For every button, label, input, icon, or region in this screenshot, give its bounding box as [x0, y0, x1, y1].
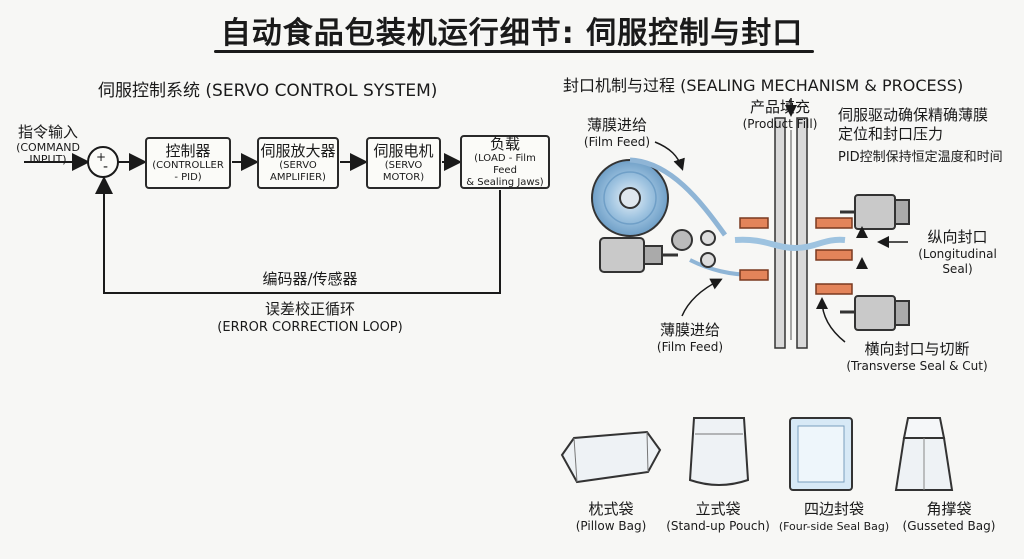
stand-up-pouch-label: 立式袋	[695, 500, 741, 518]
page-title: 自动食品包装机运行细节: 伺服控制与封口	[220, 16, 804, 51]
servo-precision-note-2: 定位和封口压力	[838, 125, 944, 143]
controller-en-1: (CONTROLLER	[152, 159, 224, 171]
sealing-servo-lower	[840, 295, 910, 331]
stand-up-pouch-en: (Stand-up Pouch)	[666, 519, 770, 533]
error-loop-label: 误差校正循环	[264, 300, 355, 318]
film-feed-bottom-label: 薄膜进给	[659, 321, 720, 339]
motor-zh: 伺服电机	[373, 141, 434, 160]
command-input-label: 指令输入	[17, 123, 78, 141]
heat-seal-bar-lower	[739, 269, 769, 281]
load-zh: 负载	[489, 134, 520, 153]
transverse-seal-en: (Transverse Seal & Cut)	[846, 359, 988, 373]
film-feed-motor	[599, 229, 693, 273]
servo-amplifier-block: 伺服放大器 (SERVO AMPLIFIER)	[257, 137, 339, 189]
four-side-seal-bag-label: 四边封袋	[803, 500, 864, 518]
amplifier-en-1: (SERVO	[279, 159, 317, 171]
servo-precision-note: 伺服驱动确保精确薄膜	[838, 106, 989, 124]
encoder-label: 编码器/传感器	[262, 270, 358, 288]
controller-zh: 控制器	[165, 141, 211, 160]
sealing-servo-upper	[840, 194, 910, 230]
load-block: 负载 (LOAD - Film Feed & Sealing Jaws)	[460, 135, 550, 189]
pillow-bag-illustration	[560, 430, 662, 484]
four-side-seal-bag-en: (Four-side Seal Bag)	[778, 520, 890, 533]
product-fill-label: 产品填充	[749, 98, 810, 116]
bag-illustrations	[560, 417, 954, 491]
controller-en-2: - PID)	[174, 171, 202, 183]
four-side-seal-bag-illustration	[789, 417, 853, 491]
gusseted-bag-label: 角撑袋	[926, 500, 972, 518]
sealing-mechanism-illustration	[591, 98, 910, 349]
gusseted-bag-en: (Gusseted Bag)	[902, 519, 996, 533]
longitudinal-seal-en-1: (Longitudinal	[918, 247, 997, 261]
pillow-bag-label: 枕式袋	[588, 500, 634, 518]
film-roll	[591, 159, 669, 237]
amplifier-en-2: AMPLIFIER)	[270, 171, 326, 183]
load-en-2: & Sealing Jaws)	[466, 176, 544, 188]
transverse-seal-label: 横向封口与切断	[864, 340, 970, 358]
gusseted-bag-illustration	[894, 417, 954, 491]
amplifier-zh: 伺服放大器	[260, 141, 336, 160]
film-feed-top-label: 薄膜进给	[586, 116, 647, 134]
transverse-seal-jaw	[815, 283, 853, 295]
longitudinal-seal-label: 纵向封口	[927, 228, 988, 246]
fill-tube	[774, 117, 808, 349]
product-fill-en: (Product Fill)	[742, 117, 818, 131]
motor-en-1: (SERVO	[384, 159, 423, 171]
controller-block: 控制器 (CONTROLLER - PID)	[145, 137, 231, 189]
motor-en-2: MOTOR)	[382, 171, 425, 183]
film-feed-top-en: (Film Feed)	[583, 135, 651, 149]
servo-heading: 伺服控制系统 (SERVO CONTROL SYSTEM)	[98, 81, 438, 101]
heat-seal-bar-upper	[739, 217, 769, 229]
load-en-1: (LOAD - Film Feed	[474, 152, 536, 176]
long-seal-jaw-lower	[815, 249, 853, 261]
sum-plus-sign: +	[96, 150, 107, 164]
pillow-bag-en: (Pillow Bag)	[575, 519, 647, 533]
pid-temperature-note: PID控制保持恒定温度和时间	[838, 150, 1003, 165]
command-input-en-1: (COMMAND	[16, 141, 80, 154]
long-seal-jaw-upper	[815, 217, 853, 229]
title-underline	[214, 50, 814, 53]
film-feed-bottom-en: (Film Feed)	[656, 340, 724, 354]
longitudinal-seal-en-2: Seal)	[942, 262, 973, 276]
sealing-heading: 封口机制与过程 (SEALING MECHANISM & PROCESS)	[563, 76, 964, 95]
servo-motor-block: 伺服电机 (SERVO MOTOR)	[366, 137, 441, 189]
stand-up-pouch-illustration	[688, 417, 750, 486]
servo-connector-lines	[24, 146, 501, 294]
sum-minus-sign: -	[103, 159, 109, 175]
error-loop-en: (ERROR CORRECTION LOOP)	[217, 320, 403, 335]
